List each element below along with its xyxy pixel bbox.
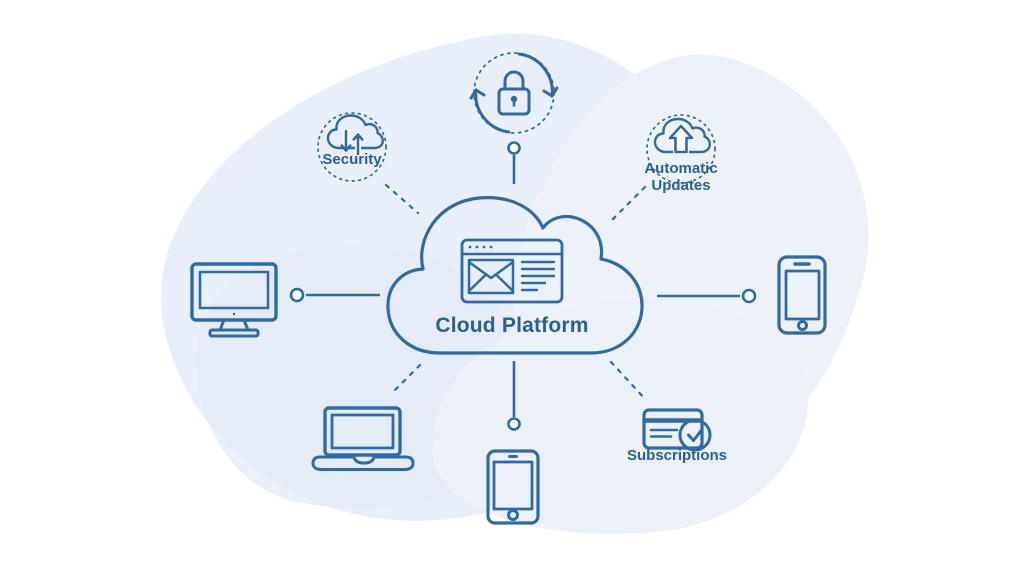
cloud-upload-icon	[653, 117, 711, 155]
dashed-link-security-cloud	[384, 183, 420, 215]
cloud-sync-icon	[326, 114, 384, 157]
automatic-updates-label: Automatic Updates	[644, 160, 718, 194]
link-endpoint-top	[507, 141, 521, 155]
credit-card-check-icon	[642, 408, 712, 452]
link-endpoint-right	[741, 288, 757, 304]
laptop-icon	[311, 406, 415, 471]
browser-dots	[468, 245, 493, 249]
cloud-icon	[386, 196, 644, 355]
browser-window-icon	[460, 238, 564, 304]
credit-card-icon	[642, 408, 704, 450]
cloud-outline	[386, 196, 644, 355]
security-label: Security	[322, 151, 382, 168]
link-endpoint-left	[289, 287, 305, 303]
checkmark-icon	[678, 418, 712, 452]
padlock-icon	[497, 70, 531, 116]
link-endpoint-bottom	[507, 417, 521, 431]
security-node	[317, 112, 387, 182]
text-lines	[520, 260, 556, 292]
dotted-circle	[646, 114, 716, 184]
smartphone-icon	[777, 255, 827, 335]
desktop-monitor-icon	[190, 262, 278, 338]
sync-arrows	[469, 52, 559, 134]
automatic-updates-node	[646, 114, 716, 184]
dashed-link-cloud-subscriptions	[609, 360, 648, 402]
envelope-icon	[467, 258, 515, 295]
cloud-platform-label: Cloud Platform	[435, 314, 589, 337]
dotted-circle	[317, 112, 387, 182]
subscriptions-label: Subscriptions	[626, 447, 727, 464]
lock-sync-icon	[469, 52, 559, 134]
dashed-link-updates-cloud	[607, 185, 647, 225]
dashed-link-cloud-laptop	[389, 363, 422, 396]
tablet-icon	[486, 449, 540, 525]
